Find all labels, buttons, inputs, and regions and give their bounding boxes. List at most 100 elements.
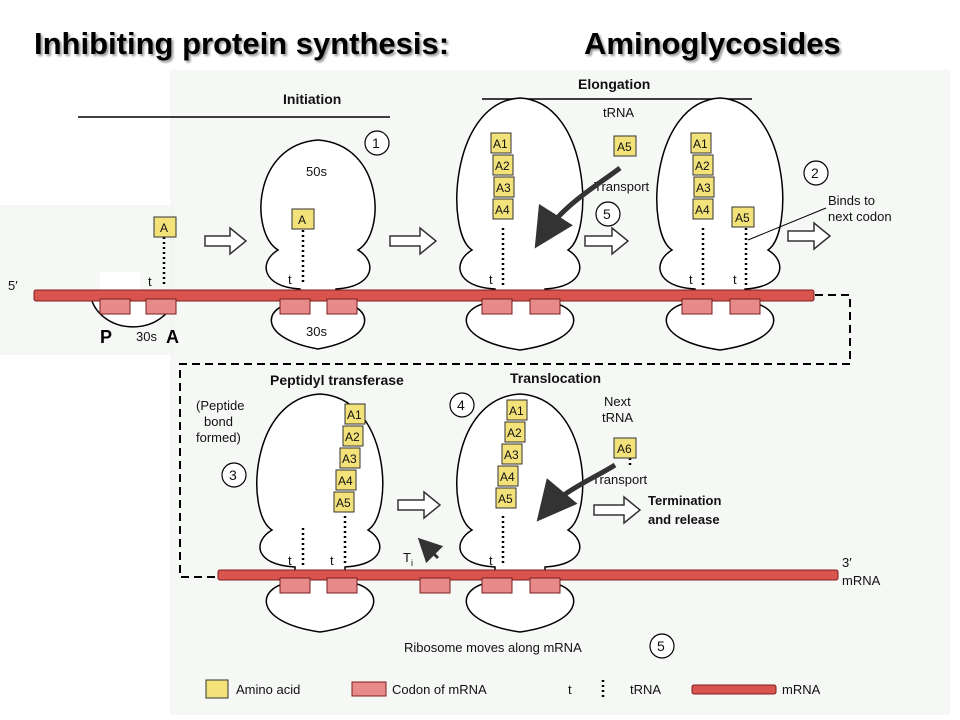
amino-boxes-bottom	[333, 399, 637, 513]
binds-label-2: next codon	[828, 209, 892, 224]
step-5-number: 5	[603, 206, 611, 222]
amino-a3: A3	[504, 448, 519, 462]
codon	[99, 298, 131, 315]
block-arrows-top	[204, 221, 832, 256]
trna-t-label: t	[489, 553, 493, 568]
next-trna-label-2: tRNA	[602, 410, 633, 425]
codon	[481, 298, 513, 315]
transport-arrow-top	[534, 166, 622, 249]
step-3-number: 3	[229, 467, 237, 483]
step-4-number: 4	[457, 397, 465, 413]
step-5-circle-bottom	[649, 633, 675, 659]
codon	[681, 298, 713, 315]
amino-a4: A4	[695, 203, 710, 217]
legend-t-label: t	[568, 682, 572, 697]
ribosome-moves-label: Ribosome moves along mRNA	[404, 640, 582, 655]
amino-a1: A1	[493, 137, 508, 151]
dashed-connector	[179, 294, 851, 578]
amino-a4: A4	[500, 470, 515, 484]
amino-a3: A3	[342, 452, 357, 466]
peptide-label-2: bond	[204, 414, 233, 429]
trna-t-label: t	[489, 272, 493, 287]
trna-t-label: t	[148, 274, 152, 289]
step-2-number: 2	[811, 165, 819, 181]
amino-a4: A4	[495, 203, 510, 217]
trna-t-label: t	[330, 553, 334, 568]
codon	[419, 577, 451, 594]
amino-a1: A1	[693, 137, 708, 151]
codon	[145, 298, 177, 315]
ribosome-peptidyl	[256, 393, 384, 633]
mrna-end-label: mRNA	[842, 573, 881, 588]
binds-pointer	[747, 207, 827, 241]
termination-label-2: and release	[648, 512, 720, 527]
p-site-label: P	[100, 327, 112, 347]
amino-a2: A2	[345, 430, 360, 444]
amino-a1: A1	[509, 404, 524, 418]
trna-t-label: t	[733, 272, 737, 287]
step-5-circle	[595, 201, 621, 227]
five-prime-label: 5′	[8, 278, 18, 293]
ribosome-elongation-2	[656, 97, 784, 351]
trna-stems-bottom	[301, 458, 632, 566]
amino-a5-transport: A5	[617, 140, 632, 154]
codons-bottom	[279, 577, 561, 594]
transport-arrow-bottom	[536, 462, 617, 522]
step-1-number: 1	[372, 135, 380, 151]
subunit-30s-label: 30s	[136, 329, 157, 344]
codons-top	[99, 298, 761, 315]
a-site-label: A	[166, 327, 179, 347]
block-arrows-bottom	[397, 490, 642, 525]
codon	[279, 298, 311, 315]
ribosome-elongation-1	[456, 97, 584, 351]
amino-a: A	[160, 221, 168, 235]
three-prime-label: 3′	[842, 555, 852, 570]
subunit-30s-label: 30s	[306, 324, 327, 339]
transport-label-bottom: Transport	[592, 472, 648, 487]
slide-title: Inhibiting protein synthesis: Aminoglyco…	[34, 26, 934, 70]
ribosome-initiation	[260, 139, 376, 350]
mrna-strand-bottom	[217, 569, 839, 581]
ribosome-cutout	[100, 272, 140, 292]
amino-a3: A3	[496, 181, 511, 195]
trna-t-label: t	[288, 553, 292, 568]
legend-amino-label: Amino acid	[236, 682, 300, 697]
amino-a2: A2	[507, 426, 522, 440]
legend-mrna-label: mRNA	[782, 682, 821, 697]
figure-background-left	[0, 205, 175, 355]
trna-stems-top	[162, 228, 748, 285]
step-5-number-bottom: 5	[657, 638, 665, 654]
title-left: Inhibiting protein synthesis:	[34, 26, 450, 61]
legend-trna-label: tRNA	[630, 682, 661, 697]
codon	[729, 298, 761, 315]
amino-a4: A4	[338, 474, 353, 488]
amino-a2: A2	[695, 159, 710, 173]
amino-a1: A1	[347, 408, 362, 422]
stage-initiation: Initiation	[283, 91, 341, 107]
legend: Amino acid Codon of mRNA t tRNA mRNA	[205, 679, 821, 699]
amino-a2: A2	[495, 159, 510, 173]
amino-a5: A5	[336, 496, 351, 510]
amino-a3: A3	[696, 181, 711, 195]
amino-a5: A5	[498, 492, 513, 506]
stage-translocation: Translocation	[510, 370, 601, 386]
peptide-label-1: (Peptide	[196, 398, 244, 413]
trna-t-label: t	[689, 272, 693, 287]
codon	[326, 298, 358, 315]
codon	[481, 577, 513, 594]
subunit-50s-label: 50s	[306, 164, 327, 179]
codon	[279, 577, 311, 594]
stage-peptidyl-transferase: Peptidyl transferase	[270, 372, 404, 388]
step-1-circle	[364, 130, 390, 156]
step-3-circle	[221, 462, 247, 488]
trna-t-label: t	[288, 272, 292, 287]
ti-release-arrow	[417, 537, 444, 564]
peptide-label-3: formed)	[196, 430, 241, 445]
amino-a6: A6	[617, 442, 632, 456]
amino-boxes-top	[153, 132, 755, 238]
transport-label-top: Transport	[594, 179, 650, 194]
stage-elongation: Elongation	[578, 76, 650, 92]
step-4-circle	[449, 392, 475, 418]
